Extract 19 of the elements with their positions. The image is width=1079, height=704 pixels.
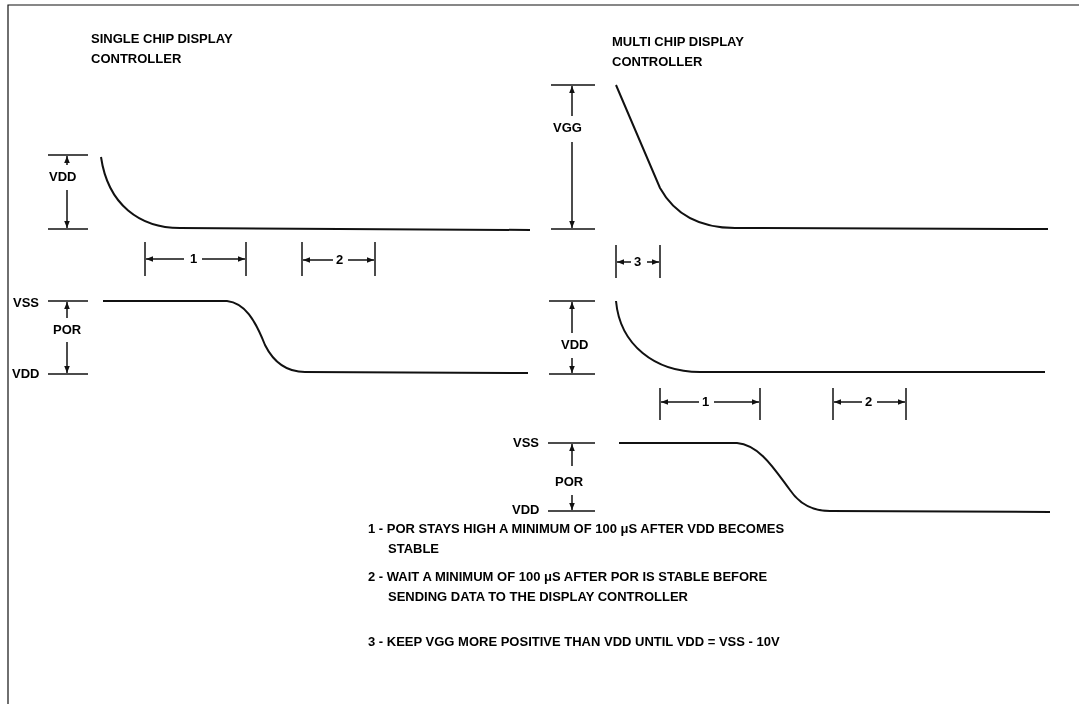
signal-name: VDD (512, 502, 540, 518)
note: 3 - KEEP VGG MORE POSITIVE THAN VDD UNTIL VDD = VSS - 10V (368, 633, 781, 651)
signal-name: VDD (561, 337, 589, 353)
interval-number: 2 (336, 252, 344, 268)
heading: SINGLE CHIP DISPLAY CONTROLLER (91, 30, 234, 68)
signal-name: POR (555, 474, 584, 490)
signal-name: POR (53, 322, 82, 338)
signal-name: VDD (12, 366, 40, 382)
signal-name: VSS (513, 435, 539, 451)
interval-number: 1 (190, 251, 198, 267)
interval-number: 1 (702, 394, 710, 410)
signal-name: VDD (49, 169, 77, 185)
signal-name: VSS (13, 295, 39, 311)
heading: MULTI CHIP DISPLAY CONTROLLER (612, 33, 745, 71)
interval-number: 3 (634, 254, 642, 270)
note: 2 - WAIT A MINIMUM OF 100 μS AFTER POR IS STABLE BEFORE SENDING DATA TO THE DISPLAY CONTROLLER (368, 568, 769, 606)
note: 1 - POR STAYS HIGH A MINIMUM OF 100 μS AFTER VDD BECOMES STABLE (368, 520, 786, 558)
signal-name: VGG (553, 120, 582, 136)
interval-number: 2 (865, 394, 873, 410)
